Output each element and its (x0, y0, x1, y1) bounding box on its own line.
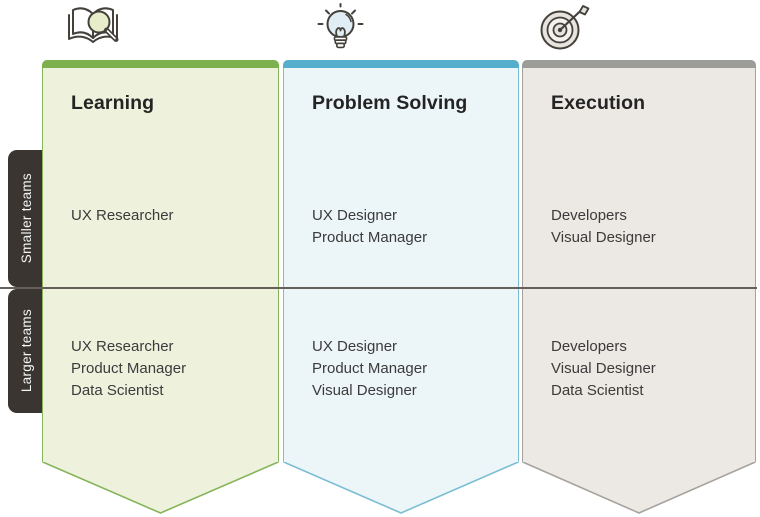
role-item: UX Researcher (71, 338, 174, 355)
role-item: Developers (551, 207, 627, 224)
lightbulb-icon (317, 3, 364, 49)
row-label-text: Larger teams (18, 309, 34, 393)
column-accent-bar (522, 60, 756, 68)
column-accent-bar (42, 60, 279, 68)
column-accent-bar (283, 60, 519, 68)
role-item: Data Scientist (551, 382, 644, 399)
column-title: Learning (71, 92, 155, 114)
column-icon-area (283, 0, 519, 60)
column-pennant-tip (42, 462, 279, 514)
row-label-larger-teams: Larger teams (8, 289, 44, 413)
column-title: Problem Solving (312, 92, 468, 114)
learning-smaller-teams-roles: UX Researcher (71, 205, 174, 227)
role-item: Visual Designer (551, 229, 656, 246)
role-item: Visual Designer (312, 382, 417, 399)
row-divider-line (0, 287, 757, 289)
row-label-text: Smaller teams (18, 173, 34, 264)
role-item: UX Designer (312, 207, 398, 224)
role-item: Product Manager (312, 360, 428, 377)
column-title: Execution (551, 92, 646, 114)
role-item: Developers (551, 338, 627, 355)
book-magnifier-icon (68, 7, 119, 43)
role-item: UX Designer (312, 338, 398, 355)
role-item: Product Manager (312, 229, 428, 246)
column-icon-area (522, 0, 756, 60)
target-icon (540, 5, 590, 50)
role-item: Data Scientist (71, 382, 164, 399)
column-icon-area (42, 0, 279, 60)
row-label-smaller-teams: Smaller teams (8, 150, 44, 287)
role-item: Product Manager (71, 360, 187, 377)
column-pennant-tip (283, 462, 519, 514)
column-pennant-tip (522, 462, 756, 514)
role-item: Visual Designer (551, 360, 656, 377)
role-item: UX Researcher (71, 207, 174, 224)
